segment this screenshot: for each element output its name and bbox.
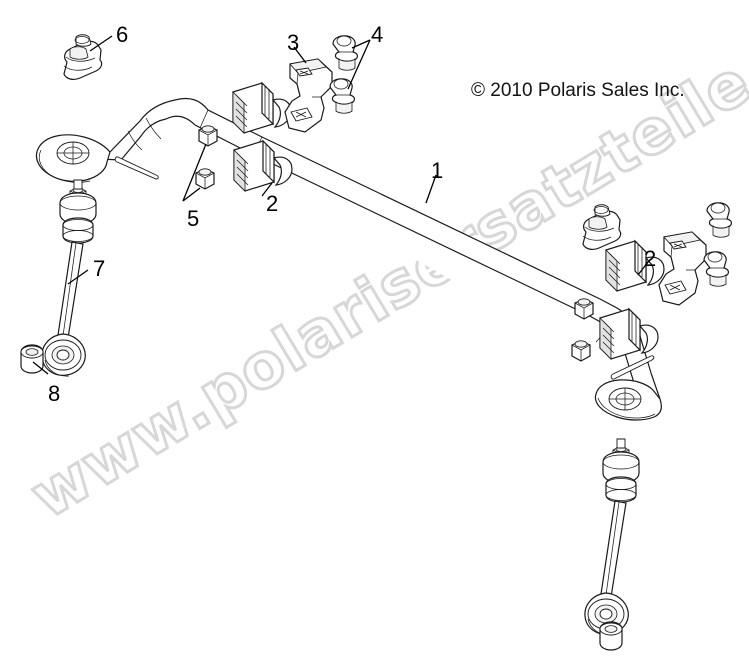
bushing-assembly-right [582,204,622,250]
hex-nut-lower-part-5 [195,168,215,190]
callout-label-7: 7 [93,256,106,281]
bushing-clamp-lower-right-part-2 [599,307,659,360]
sway-bar-part-1 [35,97,662,421]
sleeve-spacer-right [599,621,623,651]
bushing-clamp-upper-left-part-2 [232,81,292,134]
callout-label-5: 5 [187,206,200,231]
mounting-bracket-right [658,231,707,306]
callout-label-2-right: 2 [644,246,657,271]
sleeve-spacer-part-8 [20,344,44,374]
callout-label-2-left: 2 [266,191,279,216]
mounting-bracket-part-3 [284,58,333,133]
leader-line-8 [32,361,49,375]
bushing-clamp-upper-right-part-2 [605,239,665,292]
flange-bolt-upper-right [706,202,733,238]
copyright-notice: © 2010 Polaris Sales Inc. [471,80,685,101]
flange-bolt-upper-part-4 [332,35,359,71]
callout-label-4: 4 [371,22,384,47]
hex-nut-upper-part-5 [198,125,218,147]
sway-bar-link-right [584,438,640,636]
leader-line-7 [67,269,89,285]
bushing-clamp-lower-left-part-2 [233,139,293,192]
sway-bar-link-left-part-7 [41,179,97,377]
leader-line-5 [182,143,207,202]
hex-nut-upper-right [574,298,594,320]
flange-bolt-lower-part-4 [329,78,356,114]
hex-nut-lower-right [571,340,591,362]
leader-line-2-right [637,261,649,276]
leader-line-6 [89,35,113,52]
bushing-assembly-part-6 [63,34,103,80]
flange-bolt-lower-right [703,251,730,287]
leader-line-2-left [261,182,273,197]
leader-line-1 [425,174,437,204]
leader-line-4 [347,39,371,90]
callout-label-3: 3 [287,30,300,55]
callout-label-8: 8 [48,381,61,406]
leader-line-3 [293,46,307,64]
callout-label-6: 6 [116,22,129,47]
callout-label-1: 1 [431,158,444,183]
